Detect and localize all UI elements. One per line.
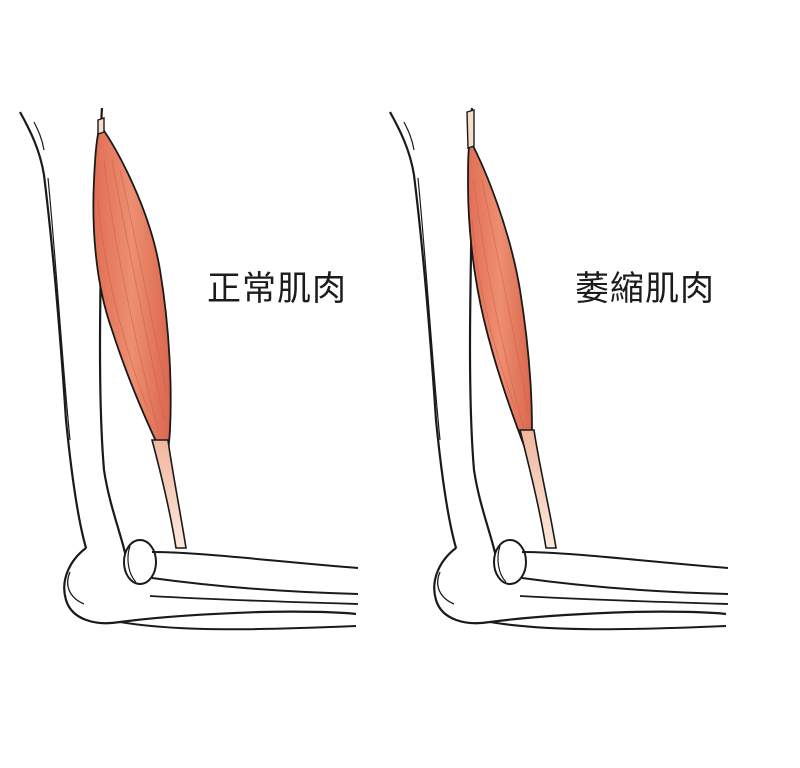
- normal-muscle-fibers: [97, 159, 167, 431]
- normal-upper-tendon: [97, 117, 105, 135]
- radius-head-detail-right: [497, 545, 507, 583]
- atrophy-upper-tendon: [466, 109, 475, 149]
- radius-shaft-right: [521, 551, 729, 595]
- radius-head: [123, 539, 157, 585]
- atrophy-muscle-label: 萎縮肌肉: [575, 269, 715, 309]
- radius-shaft: [151, 551, 359, 595]
- humerus-shoulder-detail-right: [403, 121, 415, 151]
- normal-muscle-label: 正常肌肉: [207, 269, 347, 309]
- atrophy-muscle-belly: [467, 137, 533, 459]
- ulna-shaft-right: [519, 595, 729, 605]
- ulna-olecranon-detail: [67, 571, 85, 605]
- humerus-inner-line: [47, 177, 71, 441]
- ulna-lower-edge: [119, 621, 357, 631]
- normal-lower-tendon: [150, 439, 187, 549]
- humerus-shoulder-detail: [33, 121, 45, 151]
- radius-head-detail: [127, 545, 137, 583]
- radius-head-right: [493, 539, 527, 585]
- atrophy-arm-diagram: [389, 107, 729, 631]
- ulna-lower-edge-right: [489, 621, 727, 631]
- atrophy-lower-tendon: [518, 429, 557, 549]
- humerus-inner-line-right: [417, 177, 441, 441]
- normal-muscle-belly: [92, 122, 172, 465]
- ulna-shaft: [149, 595, 359, 605]
- atrophy-muscle-fibers: [471, 179, 529, 431]
- ulna-olecranon-detail-right: [437, 571, 455, 605]
- normal-arm-diagram: [19, 107, 359, 631]
